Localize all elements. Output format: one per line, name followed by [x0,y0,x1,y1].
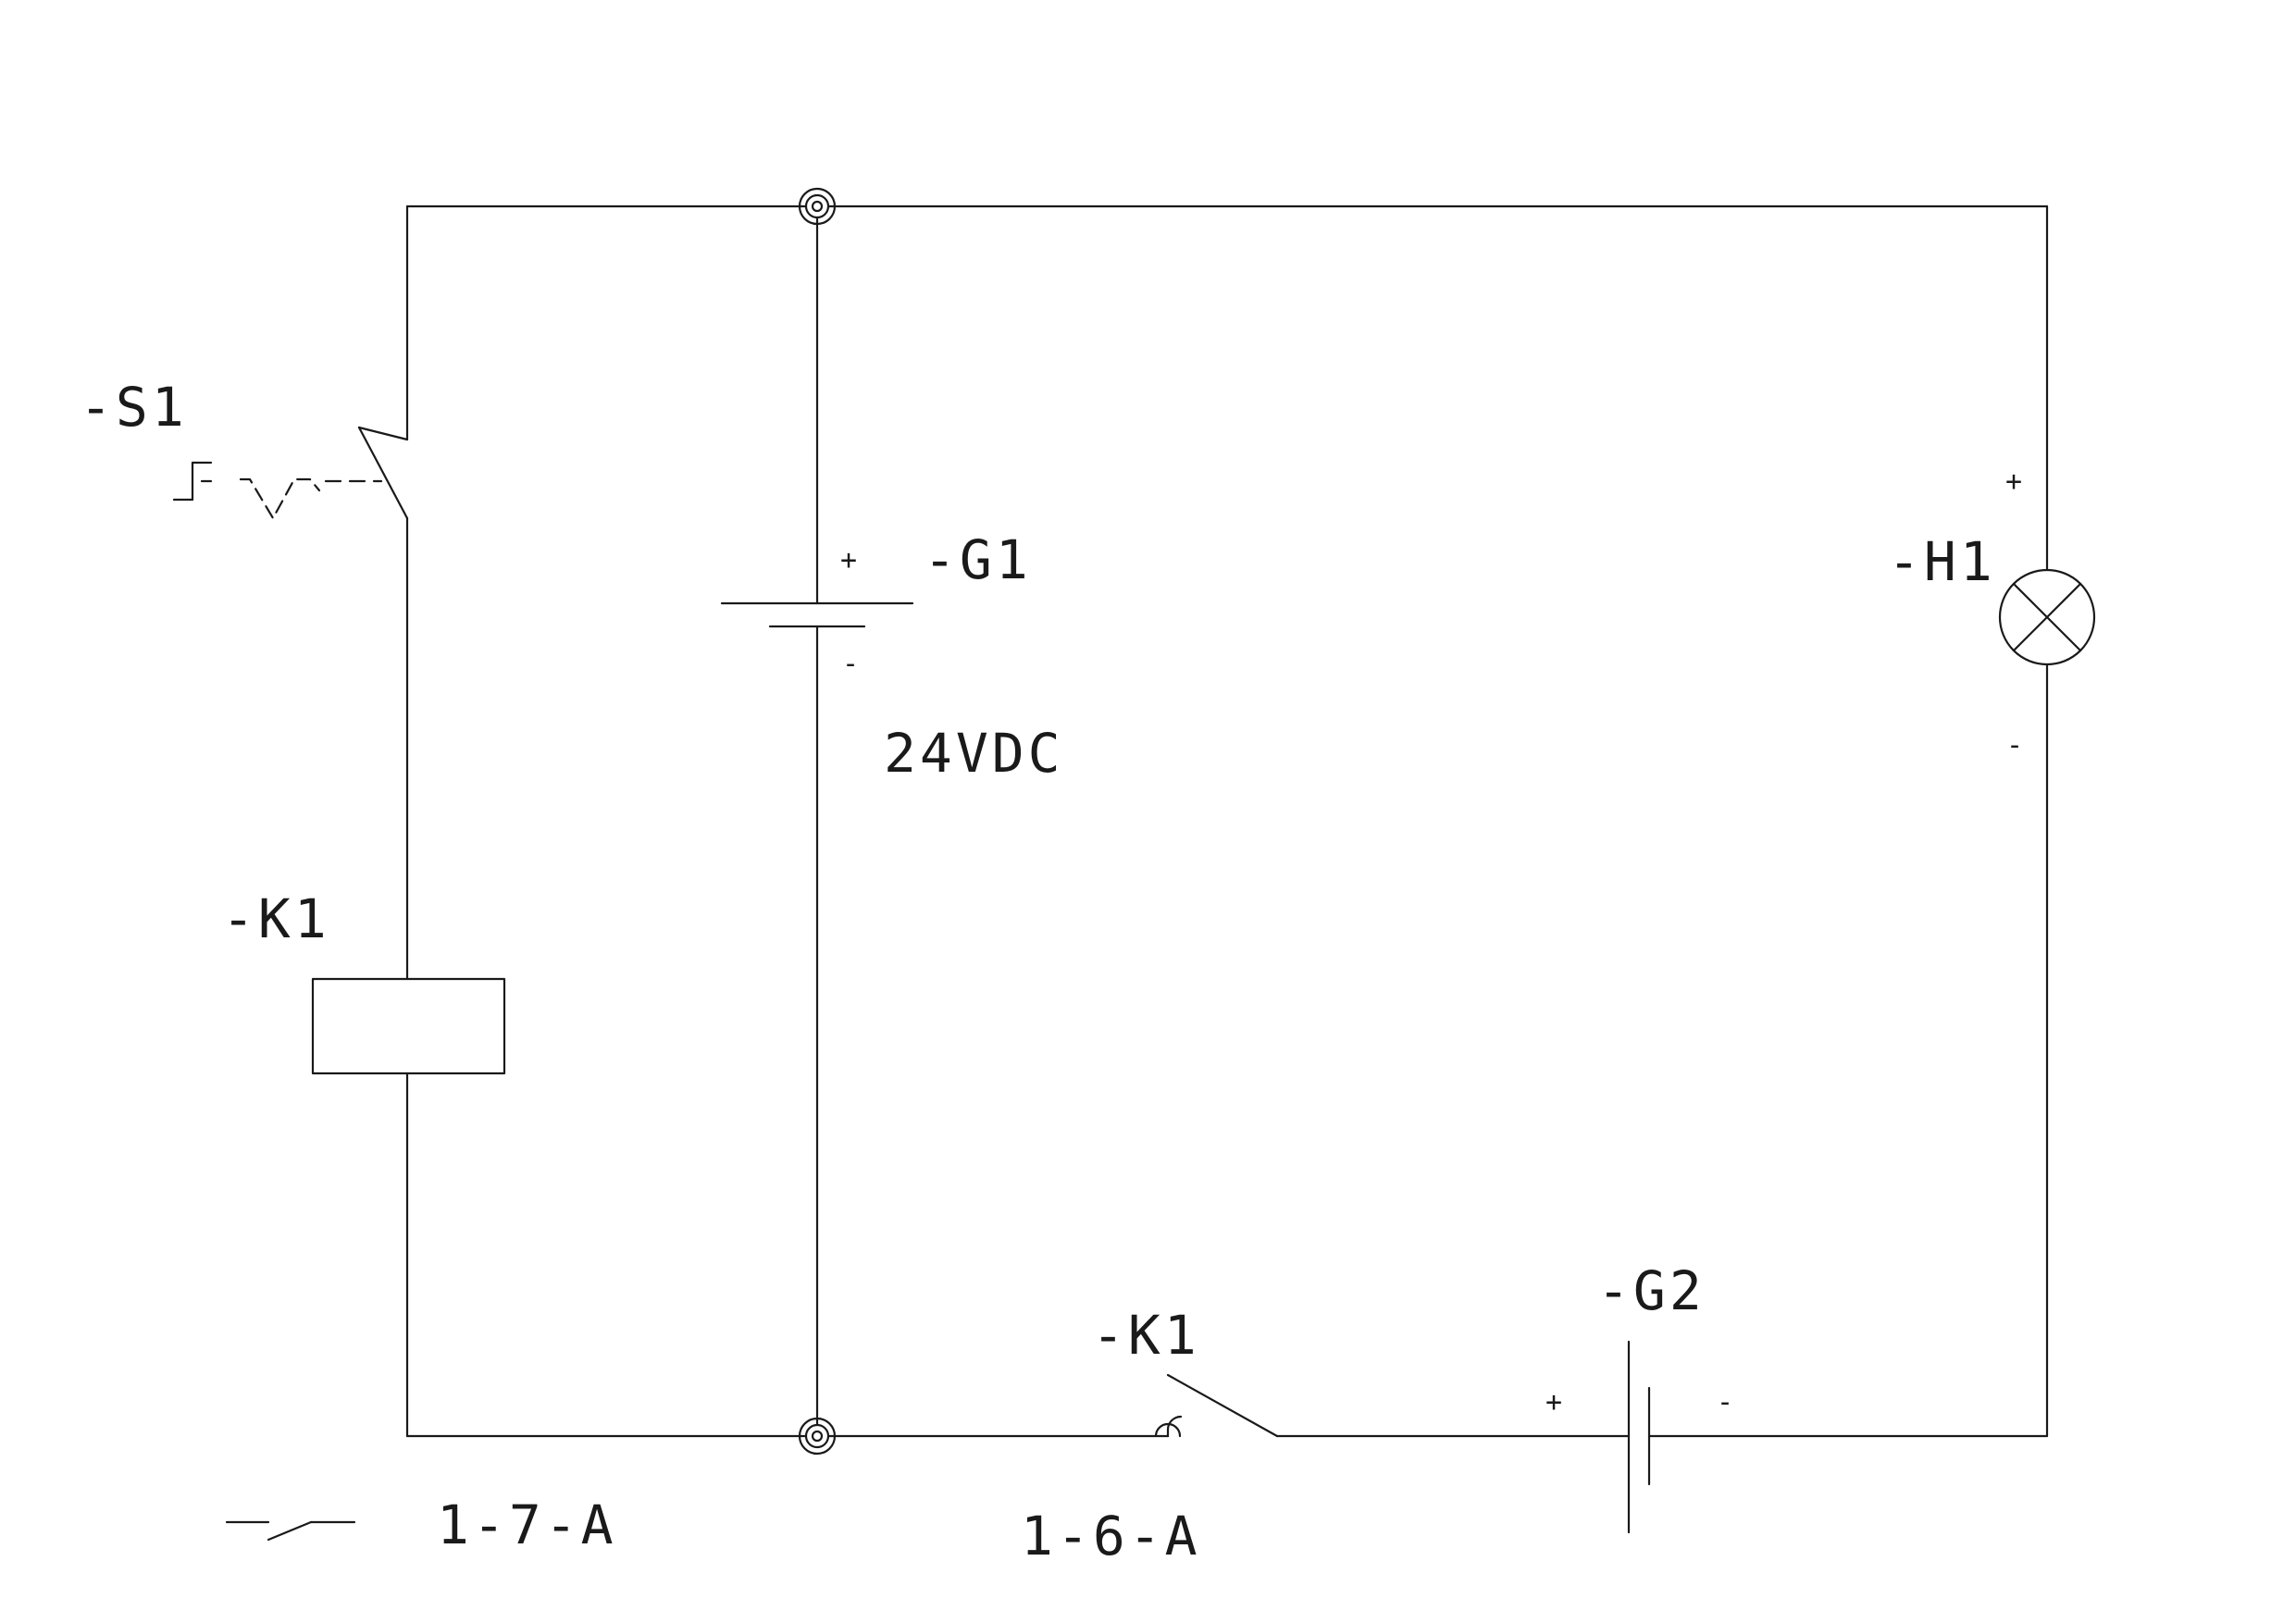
battery-g1-icon [720,601,914,628]
relay-contact-k1-icon [1154,1373,1279,1438]
label-k1-contact: -K1 [1092,1304,1200,1367]
h1-plus-mark: + [2005,465,2022,498]
label-ref-contact: 1-6-A [1021,1505,1201,1567]
label-g1-voltage: 24VDC [884,722,1064,785]
label-h1: -H1 [1888,530,1996,593]
g2-plus-mark: + [1545,1386,1562,1419]
label-s1: -S1 [80,376,188,439]
battery-g2-icon [1627,1340,1651,1534]
wiring [405,204,2049,1438]
junction-bottom-icon [798,1417,837,1456]
h1-minus-mark: - [2006,729,2023,762]
label-ref-coil: 1-7-A [437,1493,617,1556]
label-k1-coil: -K1 [222,887,330,950]
label-g2: -G2 [1597,1259,1706,1322]
label-g1: -G1 [924,528,1032,591]
g1-plus-mark: + [840,544,857,576]
lamp-h1-icon [1998,568,2096,666]
junction-top-icon [798,187,837,226]
g2-minus-mark: - [1717,1386,1733,1419]
g1-minus-mark: - [842,648,859,680]
switch-s1-icon [172,426,409,520]
relay-coil-k1-icon [311,977,506,1075]
contact-reference-icon [225,1520,356,1542]
